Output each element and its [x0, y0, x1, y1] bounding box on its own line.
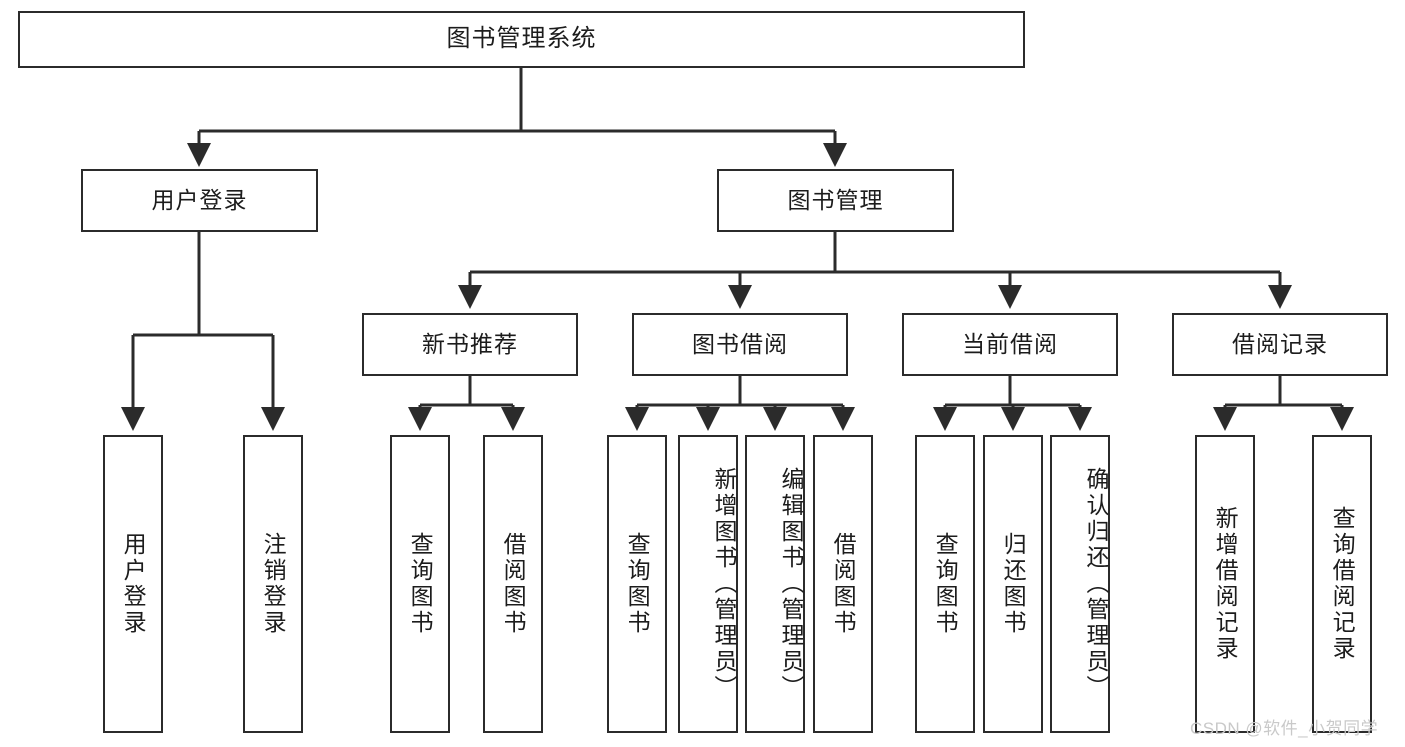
node-label: 新增借阅记录: [1212, 506, 1239, 662]
leaf-book-borrow-add[interactable]: 新增图书（管理员）: [678, 435, 738, 733]
node-root-system[interactable]: 图书管理系统: [18, 11, 1025, 68]
node-label: 图书管理系统: [446, 25, 597, 53]
leaf-borrow-record-query[interactable]: 查询借阅记录: [1312, 435, 1372, 733]
leaf-user-login-login[interactable]: 用户登录: [103, 435, 163, 733]
node-label: 借阅记录: [1232, 330, 1328, 357]
leaf-new-book-borrow[interactable]: 借阅图书: [483, 435, 543, 733]
leaf-current-borrow-return[interactable]: 归还图书: [983, 435, 1043, 733]
node-label: 图书借阅: [692, 330, 788, 357]
leaf-new-book-query[interactable]: 查询图书: [390, 435, 450, 733]
node-label: 编辑图书（管理员）: [778, 467, 804, 701]
leaf-current-borrow-query[interactable]: 查询图书: [915, 435, 975, 733]
node-label: 新增图书（管理员）: [711, 467, 737, 701]
node-book-borrow[interactable]: 图书借阅: [632, 313, 848, 376]
node-label: 查询图书: [932, 532, 959, 636]
node-label: 新书推荐: [422, 330, 518, 357]
node-label: 当前借阅: [962, 330, 1058, 357]
csdn-watermark: CSDN @软件_小贺同学: [1190, 719, 1379, 738]
node-borrow-record[interactable]: 借阅记录: [1172, 313, 1388, 376]
leaf-current-borrow-confirm[interactable]: 确认归还（管理员）: [1050, 435, 1110, 733]
node-label: 借阅图书: [830, 532, 857, 636]
leaf-book-borrow-lend[interactable]: 借阅图书: [813, 435, 873, 733]
node-label: 查询图书: [624, 532, 651, 636]
leaf-book-borrow-query[interactable]: 查询图书: [607, 435, 667, 733]
node-new-book-recommend[interactable]: 新书推荐: [362, 313, 578, 376]
node-user-login[interactable]: 用户登录: [81, 169, 318, 232]
node-label: 图书管理: [787, 186, 884, 213]
leaf-book-borrow-edit[interactable]: 编辑图书（管理员）: [745, 435, 805, 733]
leaf-borrow-record-add[interactable]: 新增借阅记录: [1195, 435, 1255, 733]
node-book-management[interactable]: 图书管理: [717, 169, 954, 232]
node-label: 查询图书: [407, 532, 434, 636]
node-current-borrow[interactable]: 当前借阅: [902, 313, 1118, 376]
node-label: 确认归还（管理员）: [1083, 467, 1109, 701]
node-label: 注销登录: [260, 532, 287, 636]
leaf-user-login-logout[interactable]: 注销登录: [243, 435, 303, 733]
node-label: 借阅图书: [500, 532, 527, 636]
node-label: 归还图书: [1000, 532, 1027, 636]
node-label: 查询借阅记录: [1329, 506, 1356, 662]
node-label: 用户登录: [120, 532, 147, 636]
node-label: 用户登录: [151, 186, 248, 213]
